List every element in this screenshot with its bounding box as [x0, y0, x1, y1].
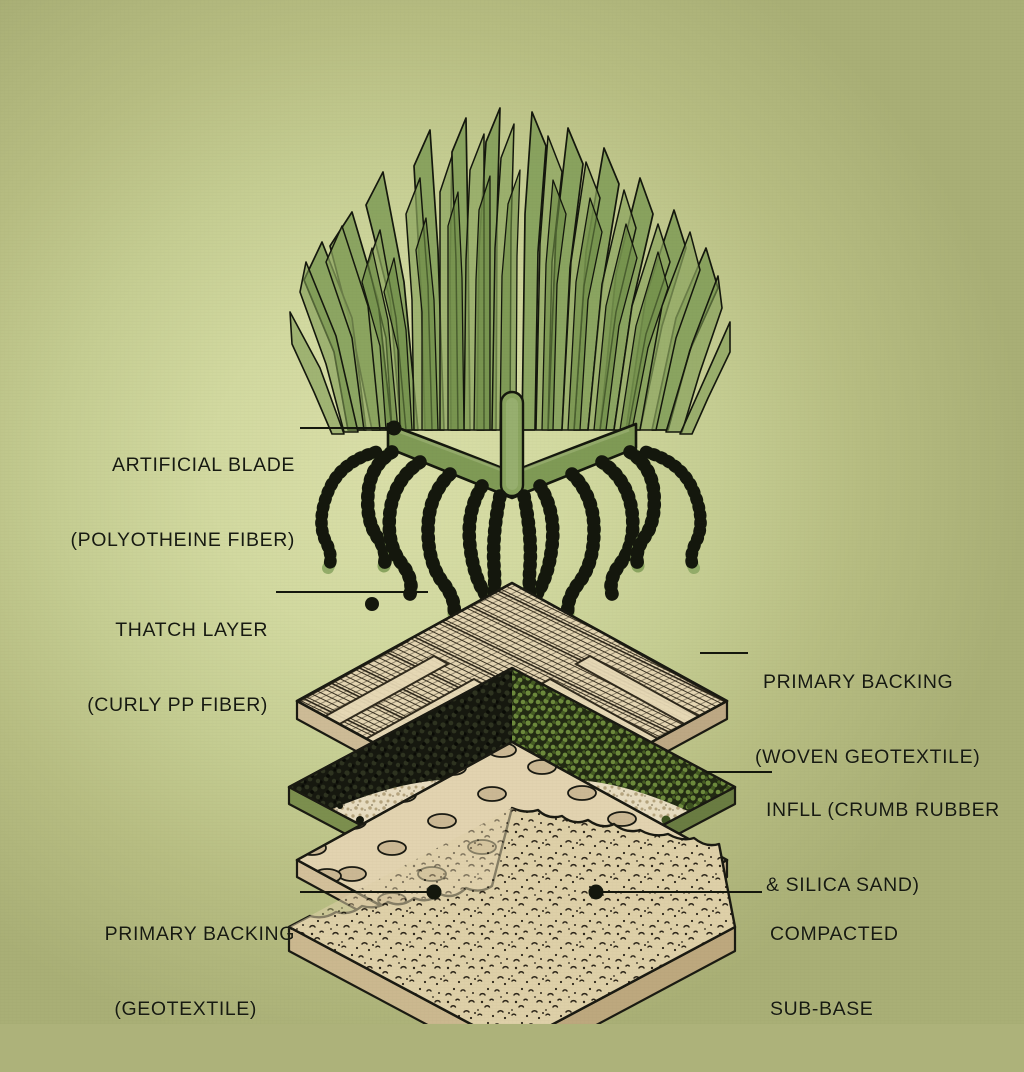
label-artificial-blade-line1: ARTIFICIAL BLADE: [112, 454, 295, 476]
leader-primary-backing-geotextile: [300, 884, 442, 900]
label-thatch-layer: THATCH LAYER (CURLY PP FIBER): [50, 568, 268, 768]
label-subbase-line1: COMPACTED: [770, 923, 899, 945]
label-infill-line1: INFLL (CRUMB RUBBER: [766, 799, 1000, 821]
label-primary-geo-line1: PRIMARY BACKING: [104, 923, 295, 945]
diagram-canvas: ARTIFICIAL BLADE (POLYOTHEINE FIBER) THA…: [0, 0, 1024, 1024]
label-infill-line2: & SILICA SAND): [766, 874, 920, 896]
leader-lines: [276, 420, 772, 900]
label-subbase-line2: SUB-BASE: [770, 998, 874, 1020]
turf-cross-section-illustration: [276, 107, 772, 1024]
label-primary-backing-woven: PRIMARY BACKING (WOVEN GEOTEXTILE): [755, 620, 1020, 820]
leader-compacted-sub-base: [588, 884, 762, 900]
artificial-blade-layer: [289, 107, 731, 435]
label-thatch-line2: (CURLY PP FIBER): [87, 694, 268, 716]
label-primary-woven-line2: (WOVEN GEOTEXTILE): [755, 746, 981, 768]
leader-artificial-blade: [300, 420, 402, 436]
label-thatch-line1: THATCH LAYER: [115, 619, 268, 641]
label-primary-woven-line1: PRIMARY BACKING: [763, 671, 954, 693]
label-artificial-blade: ARTIFICIAL BLADE (POLYOTHEINE FIBER): [60, 403, 295, 603]
label-compacted-sub-base: COMPACTED SUB-BASE: [770, 872, 1020, 1072]
label-artificial-blade-line2: (POLYOTHEINE FIBER): [70, 529, 295, 551]
label-infill: INFLL (CRUMB RUBBER & SILICA SAND): [766, 748, 1024, 948]
label-primary-geo-line2: (GEOTEXTILE): [114, 998, 257, 1020]
compacted-sub-base-layer: [287, 806, 737, 1024]
label-primary-backing-geotextile: PRIMARY BACKING (GEOTEXTILE): [60, 872, 295, 1072]
blade-base-band: [386, 390, 638, 500]
